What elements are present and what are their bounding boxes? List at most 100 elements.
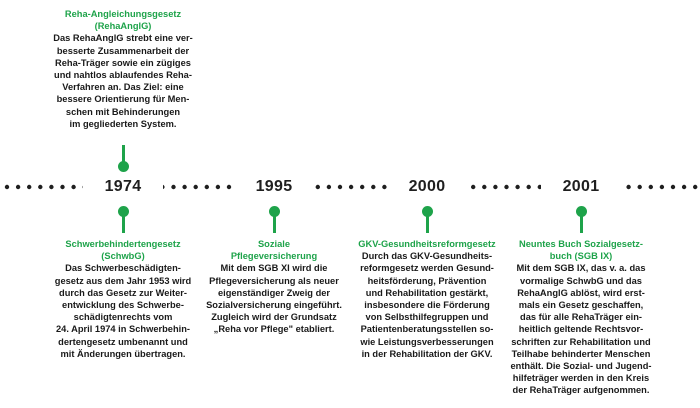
body-line: insbesondere die Förderung	[364, 300, 490, 311]
body-line: RehaAnglG ablöst, wird erst-	[517, 287, 645, 298]
year-label-2000: 2000	[387, 176, 467, 198]
body-line: vormalige SchwbG und das	[520, 275, 642, 286]
body-line: Mit dem SGB XI wird die	[220, 263, 328, 274]
body-line: bessere Orientierung für Men-	[56, 94, 190, 105]
title-line: (RehaAnglG)	[94, 21, 152, 32]
body-line: Sozialversicherung eingeführt.	[206, 300, 342, 311]
timeline-dot	[326, 184, 332, 190]
title-line: Reha-Angleichungsgesetz	[64, 9, 182, 19]
event-2001-bottom-body: Mit dem SGB IX, das v. a. das vormalige …	[502, 262, 660, 396]
event-2000-bottom-title: GKV-Gesundheitsreformgesetz	[348, 238, 506, 250]
event-2000-bottom-stem	[426, 212, 429, 233]
body-line: 24. April 1974 in Schwerbehin-	[56, 324, 190, 335]
title-line: Schwerbehindertengesetz	[65, 239, 181, 249]
body-line: Teilhabe behinderter Menschen	[511, 348, 651, 359]
event-1974-top-body: Das RehaAnglG strebt eine ver- besserte …	[48, 32, 198, 130]
body-line: gesetz aus dem Jahr 1953 wird	[54, 275, 192, 286]
body-line: dertengesetz umbenannt und	[58, 336, 188, 347]
title-line: (SchwbG)	[101, 251, 145, 262]
timeline-dot	[659, 184, 665, 190]
event-2001-bottom-card: Neuntes Buch Sozialgesetz- buch (SGB IX)…	[502, 238, 660, 397]
event-1974-bottom-body: Das Schwerbeschädigten- gesetz aus dem J…	[47, 262, 199, 360]
timeline-dot	[204, 184, 209, 190]
event-1995-bottom-title: Soziale Pflegeversicherung	[199, 238, 349, 262]
body-line: im gegliederten System.	[69, 118, 177, 129]
body-line: Durch das GKV-Gesundheits-	[361, 251, 493, 262]
title-line: Soziale	[257, 239, 291, 249]
body-line: wie Leistungsverbesserungen	[360, 336, 494, 347]
body-line: Patientenberatungsstellen so-	[360, 324, 494, 335]
event-1995-bottom-stem	[273, 212, 276, 233]
title-line: Pflegeversicherung	[230, 251, 318, 262]
event-1995-bottom-card: Soziale Pflegeversicherung Mit dem SGB X…	[199, 238, 349, 336]
body-line: mit Änderungen übertragen.	[60, 348, 186, 359]
timeline-dot	[515, 184, 520, 190]
body-line: heitlich geltende Rechtsvor-	[518, 324, 644, 335]
event-1974-top-title: Reha-Angleichungsgesetz (RehaAnglG)	[48, 8, 198, 32]
event-2000-bottom-knob	[422, 206, 433, 217]
timeline-dot	[637, 184, 642, 190]
timeline-dot	[15, 184, 21, 190]
event-1974-top-knob	[118, 161, 129, 172]
timeline-dot	[215, 184, 221, 190]
event-1974-bottom-knob	[118, 206, 129, 217]
year-label-2001: 2001	[541, 176, 621, 198]
body-line: und Rehabilitation gestärkt,	[365, 287, 489, 298]
timeline-dot	[60, 184, 65, 190]
timeline-dot	[226, 184, 232, 190]
timeline-dot	[670, 184, 676, 190]
event-2000-bottom-card: GKV-Gesundheitsreformgesetz Durch das GK…	[348, 238, 506, 360]
body-line: hilfeträger werden in den Kreis	[512, 373, 650, 384]
timeline-dot	[27, 184, 32, 190]
timeline-dot	[315, 184, 320, 190]
timeline-dot	[482, 184, 487, 190]
body-line: enthält. Die Sozial- und Jugend-	[510, 361, 652, 372]
timeline-dot	[626, 184, 631, 190]
body-line: von Selbsthilfegruppen und	[365, 312, 489, 323]
body-line: schädigtenrechts vom	[73, 312, 173, 323]
event-1974-bottom-stem	[122, 212, 125, 233]
event-1995-bottom-knob	[269, 206, 280, 217]
timeline-dot	[371, 184, 376, 190]
body-line: reformgesetz werden Gesund-	[360, 263, 494, 274]
title-line: Neuntes Buch Sozialgesetz-	[519, 239, 643, 249]
year-label-1974: 1974	[83, 176, 163, 198]
body-line: eigenständiger Zweig der	[217, 287, 331, 298]
body-line: in der Rehabilitation der GKV.	[361, 348, 493, 359]
timeline: 1974 1995 2000 2001	[0, 176, 700, 198]
event-1974-top-card: Reha-Angleichungsgesetz (RehaAnglG) Das …	[48, 8, 198, 130]
timeline-dot	[526, 184, 531, 190]
timeline-dot	[38, 184, 43, 190]
timeline-dot	[471, 184, 476, 190]
title-line: buch (SGB IX)	[549, 251, 613, 262]
body-line: Reha-Träger sowie ein zügiges	[55, 57, 191, 68]
body-line: entwicklung des Schwerbe-	[62, 300, 184, 311]
timeline-dot	[182, 184, 187, 190]
event-1974-top-stem	[122, 145, 125, 167]
body-line: durch das Gesetz zur Weiter-	[59, 287, 187, 298]
timeline-dot	[537, 184, 542, 190]
body-line: Das Schwerbeschädigten-	[65, 263, 181, 274]
timeline-dot	[693, 184, 698, 190]
body-line: und nahtlos ablaufendes Reha-	[54, 70, 192, 81]
event-1995-bottom-body: Mit dem SGB XI wird die Pflegeversicheru…	[199, 262, 349, 335]
timeline-dot	[648, 184, 653, 190]
body-line: mals ein Gesetz geschaffen,	[518, 300, 644, 311]
event-2001-bottom-stem	[580, 212, 583, 233]
body-line: Das RehaAnglG strebt eine ver-	[53, 33, 193, 44]
body-line: Verfahren an. Das Ziel: eine	[62, 82, 184, 93]
timeline-dot	[360, 184, 365, 190]
timeline-dot	[504, 184, 509, 190]
body-line: schen mit Behinderungen	[65, 106, 181, 117]
body-line: Pflegeversicherung als neuer	[209, 275, 339, 286]
body-line: heitsförderung, Prävention	[367, 275, 487, 286]
body-line: schriften zur Rehabilitation und	[511, 336, 651, 347]
body-line: das für alle RehaTräger ein-	[520, 312, 642, 323]
event-1974-bottom-title: Schwerbehindertengesetz (SchwbG)	[47, 238, 199, 262]
timeline-dot	[348, 184, 354, 190]
event-2001-bottom-knob	[576, 206, 587, 217]
timeline-dot	[337, 184, 343, 190]
timeline-dot	[382, 184, 387, 190]
year-label-1995: 1995	[234, 176, 314, 198]
timeline-dot	[681, 184, 687, 190]
